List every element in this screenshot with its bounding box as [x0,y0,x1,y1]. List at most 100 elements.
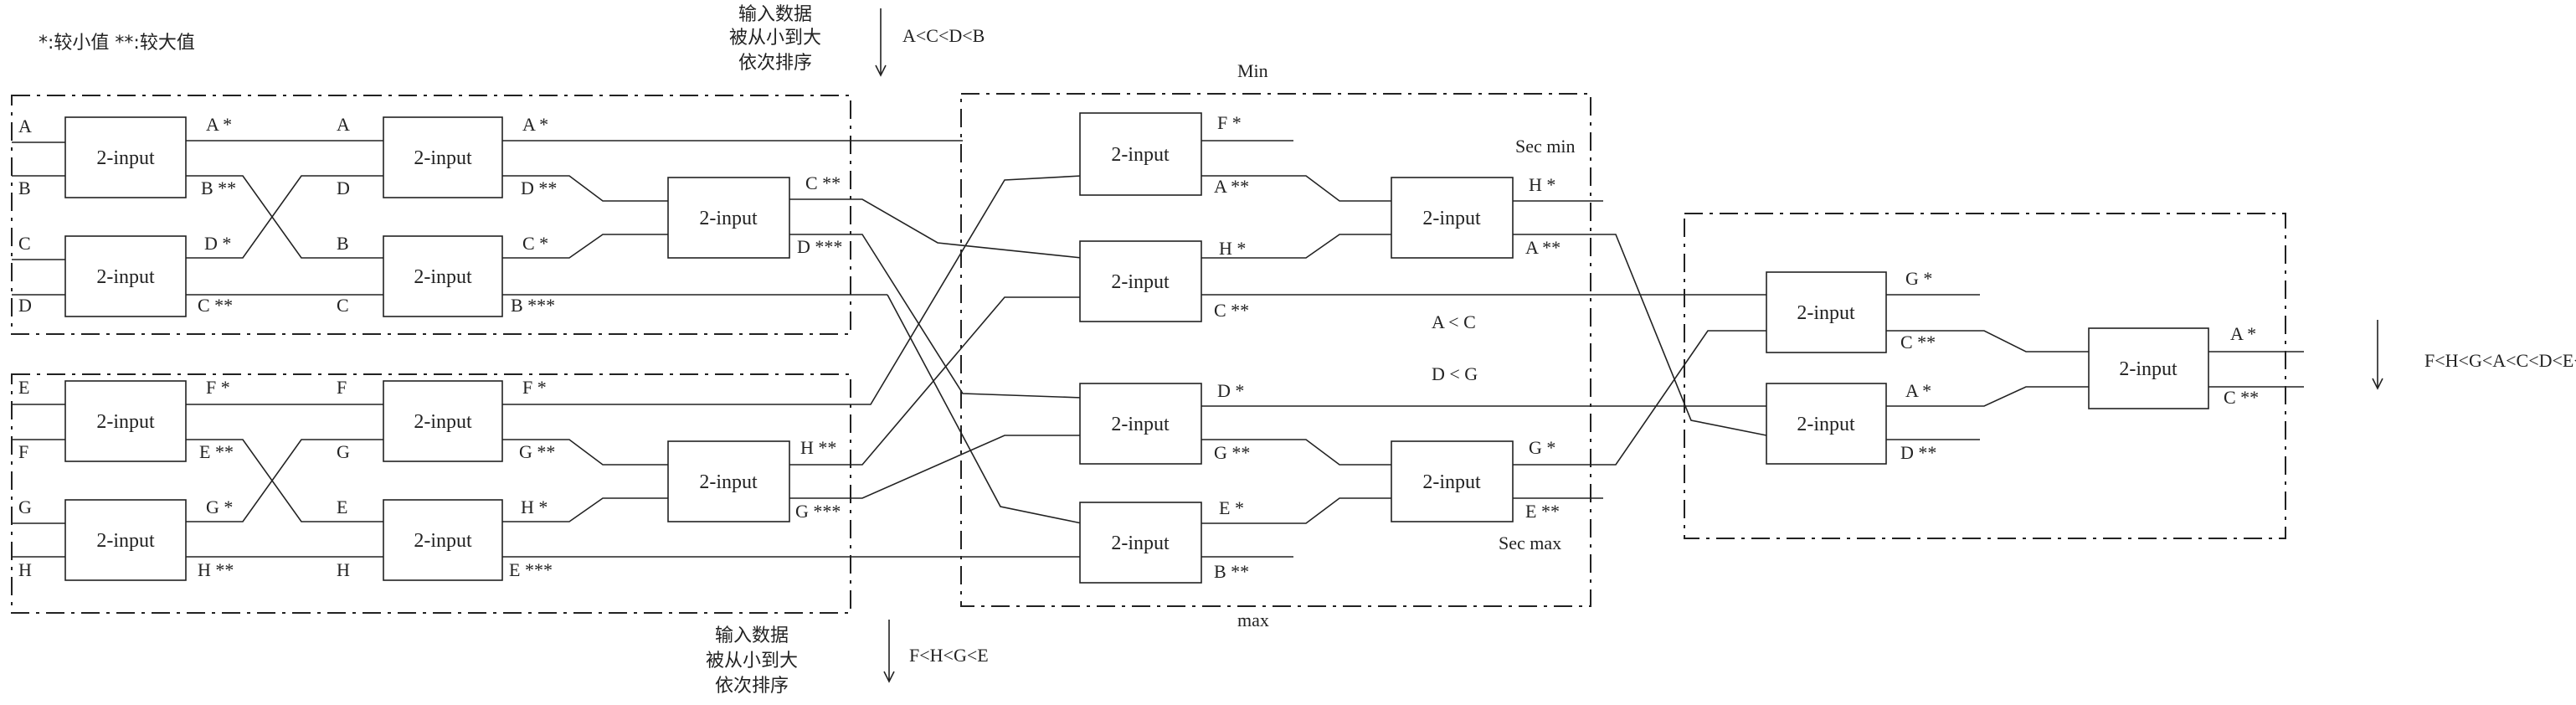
mid-label: C [337,295,349,316]
comparator-box-top-4 [383,235,503,317]
top-sorted-note-line3: 依次排序 [738,53,812,74]
box-label: 2-input [414,411,472,433]
output-label: E *** [509,559,553,580]
output-label: H * [1529,174,1555,195]
output-label: H ** [198,559,234,580]
output-label: A ** [1214,176,1249,197]
output-label: G * [1529,437,1555,458]
min-label: Min [1237,60,1268,81]
box-label: 2-input [699,208,758,229]
wires-top-inputs [12,140,1082,524]
comparator-box-bottom-5 [667,440,790,522]
input-label: B [18,178,31,198]
mid-label: H [337,559,350,580]
output-label: D * [1217,380,1244,401]
labels-top-inputs: A B C D A * B ** D * C ** A D B C A * D … [18,114,842,316]
comparator-box-merge-1 [1079,112,1202,196]
comparator-box-merge-4 [1079,502,1202,584]
legend-text: *:较小值 **:较大值 [39,33,195,54]
mid-label: F [337,377,347,398]
output-label: G * [1905,268,1932,289]
comparator-box-top-3 [383,116,503,198]
mid-label: E [337,497,347,517]
comparator-box-bottom-3 [383,380,503,462]
output-label: A * [2230,323,2256,344]
input-label: A [18,116,32,136]
output-label: C ** [805,172,841,193]
box-label: 2-input [1111,271,1170,293]
box-label: 2-input [1422,471,1481,493]
comparator-box-merge-6 [1391,440,1514,522]
output-label: C ** [1214,300,1249,321]
input-label: H [18,559,32,580]
input-label: C [18,233,31,254]
annotations: *:较小值 **:较大值 输入数据 被从小到大 依次排序 A<C<D<B 输入数… [39,4,2576,697]
output-label: B ** [201,178,236,198]
output-label: A * [522,114,548,135]
output-label: B ** [1214,561,1249,582]
group-final-stage [1684,213,2286,539]
down-arrow-icon [875,64,887,77]
wires-final-stage [1886,294,2304,440]
comparator-box-bottom-4 [383,499,503,581]
sec-max-label: Sec max [1499,533,1561,553]
box-label: 2-input [1111,533,1170,554]
output-label: G *** [795,501,841,522]
output-label: B *** [511,295,555,316]
output-label: H ** [800,437,836,458]
comparator-box-top-5 [667,177,790,259]
top-order-note: A<C<D<B [902,25,985,46]
output-label: E * [1219,497,1244,518]
comparator-boxes [64,112,2209,584]
output-label: D ** [521,178,557,198]
box-label: 2-input [1111,144,1170,166]
top-sorted-note-line2: 被从小到大 [729,28,821,49]
box-label: 2-input [2119,358,2178,380]
box-label: 2-input [1111,414,1170,435]
output-label: C ** [198,295,233,316]
input-label: G [18,497,32,517]
mid-label: A [337,114,350,135]
box-label: 2-input [96,411,155,433]
labels-final-stage: G * C ** A * D ** A * C ** [1900,268,2259,463]
output-label: G ** [1214,442,1250,463]
max-label: max [1237,610,1269,630]
output-label: D * [204,233,231,254]
box-labels: 2-input 2-input 2-input 2-input 2-input … [96,144,2178,554]
output-label: A * [206,114,232,135]
box-label: 2-input [699,471,758,493]
box-label: 2-input [96,266,155,288]
comparator-box-final-1 [1766,271,1887,353]
comparator-box-top-1 [64,116,187,198]
labels-merge-stage: F * A ** H * C ** D * G ** E * B ** H * … [1214,60,1576,630]
output-label: H * [521,497,548,517]
input-label: F [18,441,28,462]
box-label: 2-input [1797,302,1855,324]
final-order-note: F<H<G<A<C<D<E<B [2424,350,2576,371]
bottom-sorted-note-line2: 被从小到大 [706,651,798,672]
output-label: D *** [797,236,842,257]
box-label: 2-input [414,530,472,552]
output-label: E ** [1525,501,1560,522]
output-label: H * [1219,238,1246,259]
comparator-box-merge-5 [1391,177,1514,259]
input-label: D [18,295,32,316]
output-label: C ** [2224,387,2259,408]
output-label: F * [1217,112,1242,133]
labels-bottom-inputs: E F G H F * E ** G * H ** F G E H F * G … [18,377,841,580]
down-arrow-icon [2372,378,2383,390]
output-label: F * [206,377,230,398]
output-label: E ** [199,441,234,462]
bottom-order-note: F<H<G<E [909,645,989,666]
output-label: F * [522,377,547,398]
down-arrow-icon [883,671,895,683]
output-label: G ** [519,441,555,462]
wires-merge-stage [1200,140,1767,558]
comparator-box-top-2 [64,235,187,317]
top-sorted-note-line1: 输入数据 [738,4,812,25]
comparator-box-bottom-1 [64,380,187,462]
comparator-box-final-3 [2088,327,2209,409]
group-bottom-inputs [11,373,851,614]
group-top-inputs [11,95,851,335]
wires-bottom-inputs [12,175,1082,558]
